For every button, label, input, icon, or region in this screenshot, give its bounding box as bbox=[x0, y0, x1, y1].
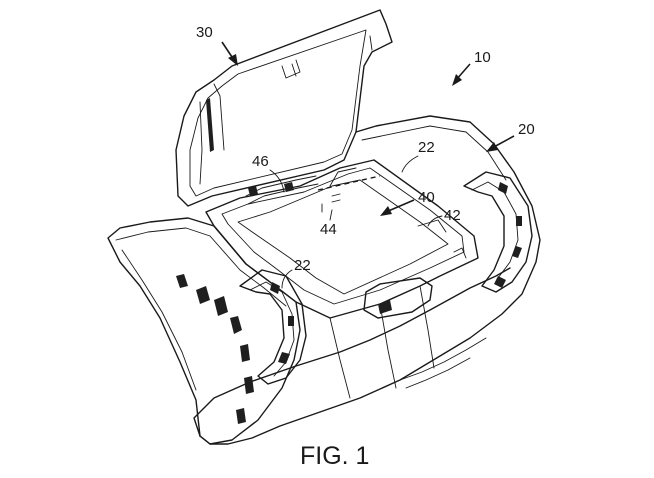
label-22-upper: 22 bbox=[418, 139, 435, 156]
reference-labels: 30 10 20 22 46 40 42 44 22 bbox=[196, 24, 535, 289]
label-40: 40 bbox=[418, 189, 435, 206]
interior-features bbox=[245, 167, 467, 259]
label-20: 20 bbox=[518, 121, 535, 138]
label-44: 44 bbox=[320, 221, 337, 238]
label-10: 10 bbox=[474, 49, 491, 66]
side-recess-left bbox=[239, 269, 307, 385]
left-bezel bbox=[107, 217, 301, 445]
bin-housing bbox=[193, 115, 541, 445]
label-22-lower: 22 bbox=[294, 257, 311, 274]
lid bbox=[175, 9, 393, 207]
label-30: 30 bbox=[196, 24, 213, 41]
side-recess-right bbox=[463, 171, 533, 293]
figure-caption: FIG. 1 bbox=[300, 442, 369, 470]
leader-40 bbox=[385, 199, 415, 213]
label-46: 46 bbox=[252, 153, 269, 170]
label-42: 42 bbox=[444, 207, 461, 224]
